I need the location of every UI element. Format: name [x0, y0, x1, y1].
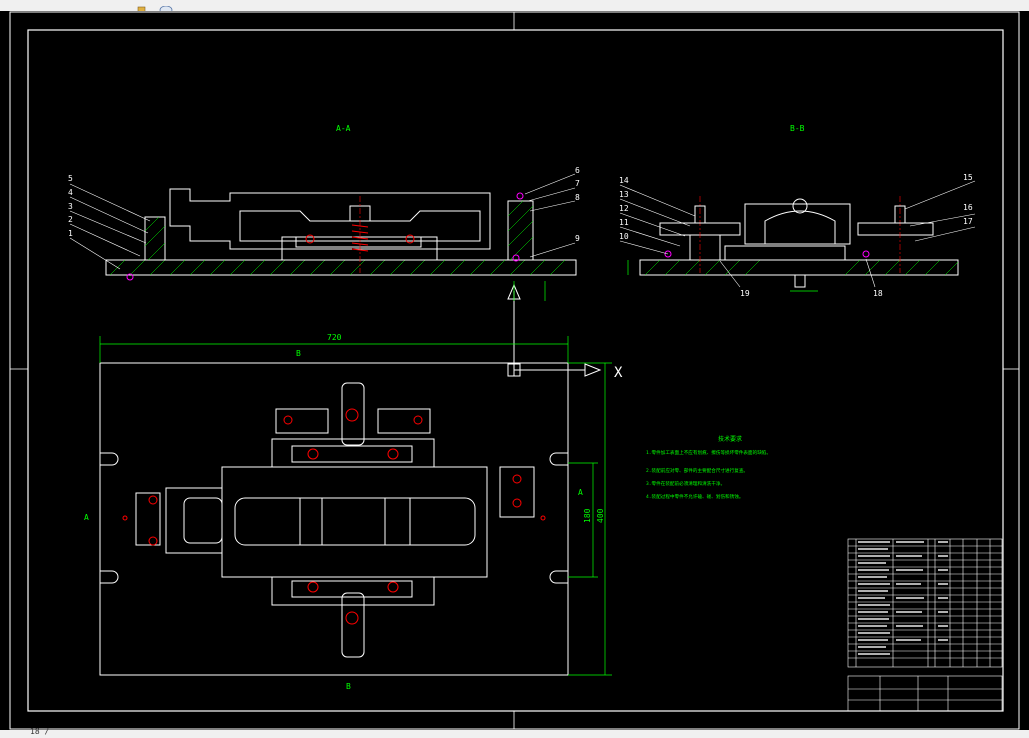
- part-label-15: 15: [963, 173, 973, 182]
- tech-req-line-1: 1.零件加工表面上不应有划痕、擦伤等损坏零件表面的缺陷。: [646, 449, 771, 456]
- shield-icon[interactable]: [159, 0, 173, 15]
- part-label-9: 9: [575, 234, 580, 243]
- tech-req-title: 技术要求: [718, 435, 742, 443]
- part-label-16: 16: [963, 203, 973, 212]
- paint-icon[interactable]: [137, 0, 147, 14]
- tech-req-line-4: 4.装配过程中零件不允许磕、碰、划伤和锈蚀。: [646, 493, 743, 500]
- plan-view: [99, 362, 569, 676]
- drawing-canvas[interactable]: A-A B-B: [0, 11, 1029, 730]
- bb-section: [639, 196, 959, 288]
- ucs-icon: [507, 283, 602, 377]
- aa-section: [105, 188, 577, 281]
- aa-title: A-A: [336, 124, 351, 133]
- part-label-7: 7: [575, 179, 580, 188]
- part-label-1: 1: [68, 229, 73, 238]
- section-mark-a-left: A: [84, 513, 89, 522]
- part-label-10: 10: [619, 232, 629, 241]
- part-label-3: 3: [68, 202, 73, 211]
- inner-frame: [27, 29, 1004, 712]
- part-label-18: 18: [873, 289, 883, 298]
- dim-overall-length: 720: [327, 333, 342, 342]
- axis-x-label: X: [614, 365, 623, 381]
- part-label-14: 14: [619, 176, 629, 185]
- part-label-19: 19: [740, 289, 750, 298]
- dim-overall-height: 400: [596, 508, 605, 523]
- tech-req-line-2: 2.装配前应对零、部件的主要配合尺寸进行复查。: [646, 467, 748, 474]
- dimensions: [99, 260, 818, 676]
- part-label-17: 17: [963, 217, 973, 226]
- section-mark-a-right: A: [578, 488, 583, 497]
- part-label-8: 8: [575, 193, 580, 202]
- status-bar: 18 /: [0, 727, 1029, 738]
- part-label-13: 13: [619, 190, 629, 199]
- part-label-5: 5: [68, 174, 73, 183]
- part-label-12: 12: [619, 204, 629, 213]
- cad-drawing: A-A B-B: [9, 11, 1020, 730]
- part-label-11: 11: [619, 218, 629, 227]
- bb-title: B-B: [790, 124, 805, 133]
- cursor-readout: 18 /: [30, 727, 50, 736]
- tech-req-line-3: 3.零件在装配前必须清理和清洗干净。: [646, 480, 725, 487]
- section-mark-b-top: B: [296, 349, 301, 358]
- section-mark-b-bottom: B: [346, 682, 351, 691]
- part-label-6: 6: [575, 166, 580, 175]
- dim-inner-height: 180: [583, 508, 592, 523]
- title-block: [847, 538, 1003, 712]
- part-label-4: 4: [68, 188, 73, 197]
- outer-frame: [9, 11, 1020, 730]
- tech-requirements: 技术要求 1.零件加工表面上不应有划痕、擦伤等损坏零件表面的缺陷。 2.装配前应…: [646, 435, 771, 500]
- part-label-2: 2: [68, 215, 73, 224]
